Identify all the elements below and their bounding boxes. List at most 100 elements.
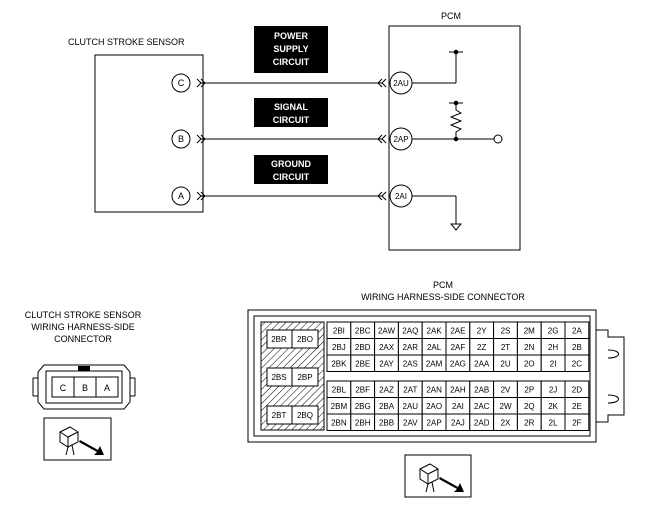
pin-label: 2AP	[427, 419, 442, 428]
pin-label: 2S	[501, 327, 511, 336]
pin-label: 2AH	[450, 386, 466, 395]
connector-view-icon-left	[43, 417, 112, 461]
pin-label: 2V	[501, 386, 511, 395]
pin-label: 2BJ	[332, 343, 346, 352]
pin-label: 2BK	[331, 360, 347, 369]
svg-text:2BS: 2BS	[271, 373, 286, 382]
pin-label: 2AF	[451, 343, 466, 352]
sensor-conn-title-1: CLUTCH STROKE SENSOR	[25, 310, 142, 320]
pin-label: 2AT	[403, 386, 417, 395]
svg-text:CIRCUIT: CIRCUIT	[273, 172, 310, 182]
svg-text:2BR: 2BR	[271, 335, 287, 344]
pin-label: 2AO	[426, 402, 442, 411]
pin-label: 2Y	[477, 327, 487, 336]
pin-label: 2AE	[450, 327, 465, 336]
pin-label: 2BB	[379, 419, 394, 428]
pin-label: 2P	[524, 386, 534, 395]
sensor-title: CLUTCH STROKE SENSOR	[68, 37, 185, 47]
pin-label: 2AM	[426, 360, 443, 369]
pin-label: 2AS	[403, 360, 418, 369]
pin-label: 2AB	[474, 386, 489, 395]
svg-text:GROUND: GROUND	[271, 159, 311, 169]
pin-label: 2AZ	[379, 386, 394, 395]
pin-label: 2Z	[477, 343, 486, 352]
circuit-label-ground: GROUND CIRCUIT	[254, 155, 328, 184]
pcm-pin-2ap: 2AP	[389, 127, 413, 151]
circuit-label-power: POWER SUPPLY CIRCUIT	[254, 26, 328, 73]
pin-label: 2AQ	[402, 327, 418, 336]
pin-label: 2AG	[450, 360, 466, 369]
svg-text:POWER: POWER	[274, 31, 309, 41]
connector-view-icon-right	[404, 454, 472, 498]
svg-text:2AU: 2AU	[393, 79, 409, 88]
pin-label: 2BG	[355, 402, 371, 411]
svg-text:2BQ: 2BQ	[297, 411, 313, 420]
svg-text:2BO: 2BO	[297, 335, 313, 344]
svg-text:B: B	[82, 383, 88, 393]
pcm-conn-title-1: PCM	[433, 280, 453, 290]
pin-label: 2H	[548, 343, 558, 352]
pin-label: 2AY	[379, 360, 394, 369]
pcm-box	[388, 25, 521, 251]
pin-label: 2AL	[427, 343, 442, 352]
pin-label: 2AC	[474, 402, 490, 411]
sensor-pin-a: A	[171, 186, 191, 206]
pin-label: 2AU	[403, 402, 419, 411]
pin-label: 2BL	[332, 386, 347, 395]
pin-label: 2E	[572, 402, 582, 411]
pin-label: 2W	[500, 402, 512, 411]
pin-label: 2A	[572, 327, 582, 336]
pcm-conn-title-2: WIRING HARNESS-SIDE CONNECTOR	[361, 292, 525, 302]
pin-label: 2BN	[331, 419, 347, 428]
pin-label: 2BM	[331, 402, 348, 411]
pin-label: 2K	[548, 402, 558, 411]
pcm-hatched-block: 2BR 2BO 2BS 2BP 2BT 2BQ	[260, 321, 325, 431]
svg-text:CIRCUIT: CIRCUIT	[273, 57, 310, 67]
pin-label: 2BD	[355, 343, 371, 352]
svg-text:CIRCUIT: CIRCUIT	[273, 115, 310, 125]
pin-cell	[564, 413, 590, 431]
pin-label: 2G	[548, 327, 559, 336]
pin-label: 2J	[549, 386, 557, 395]
pin-label: 2C	[572, 360, 582, 369]
circuit-label-signal: SIGNAL CIRCUIT	[254, 98, 328, 127]
sensor-connector-face: C B A	[32, 364, 136, 410]
pin-label: 2I	[550, 360, 557, 369]
pin-label: 2AA	[474, 360, 490, 369]
pin-label: 2AD	[474, 419, 490, 428]
pin-label: 2F	[572, 419, 581, 428]
pin-label: 2L	[549, 419, 558, 428]
svg-text:2BT: 2BT	[272, 411, 287, 420]
svg-text:A: A	[178, 191, 184, 201]
pin-label: 2U	[500, 360, 510, 369]
pcm-pin-2au: 2AU	[389, 71, 413, 95]
pcm-pin-2ai: 2AI	[389, 184, 413, 208]
pcm-internal-circuit	[412, 49, 503, 231]
pin-label: 2D	[572, 386, 582, 395]
svg-text:2AI: 2AI	[395, 192, 407, 201]
svg-text:C: C	[60, 383, 67, 393]
wire-lines	[196, 78, 387, 201]
svg-text:SUPPLY: SUPPLY	[273, 44, 308, 54]
pin-label: 2AV	[403, 419, 418, 428]
pin-label: 2Q	[524, 402, 535, 411]
pin-label: 2AJ	[451, 419, 465, 428]
svg-text:C: C	[178, 78, 185, 88]
pin-label: 2AK	[427, 327, 443, 336]
sensor-conn-title-3: CONNECTOR	[54, 334, 112, 344]
pin-label: 2T	[501, 343, 510, 352]
svg-text:SIGNAL: SIGNAL	[274, 102, 309, 112]
pin-label: 2X	[501, 419, 511, 428]
pcm-title: PCM	[441, 11, 461, 21]
pin-label: 2BA	[379, 402, 395, 411]
svg-text:B: B	[178, 134, 184, 144]
pin-label: 2B	[572, 343, 582, 352]
sensor-box	[94, 54, 204, 213]
pin-label: 2AW	[378, 327, 395, 336]
sensor-pin-c: C	[171, 73, 191, 93]
pin-label: 2BF	[355, 386, 370, 395]
pin-label: 2BC	[355, 327, 371, 336]
svg-text:A: A	[104, 383, 110, 393]
pin-cell	[564, 354, 590, 372]
